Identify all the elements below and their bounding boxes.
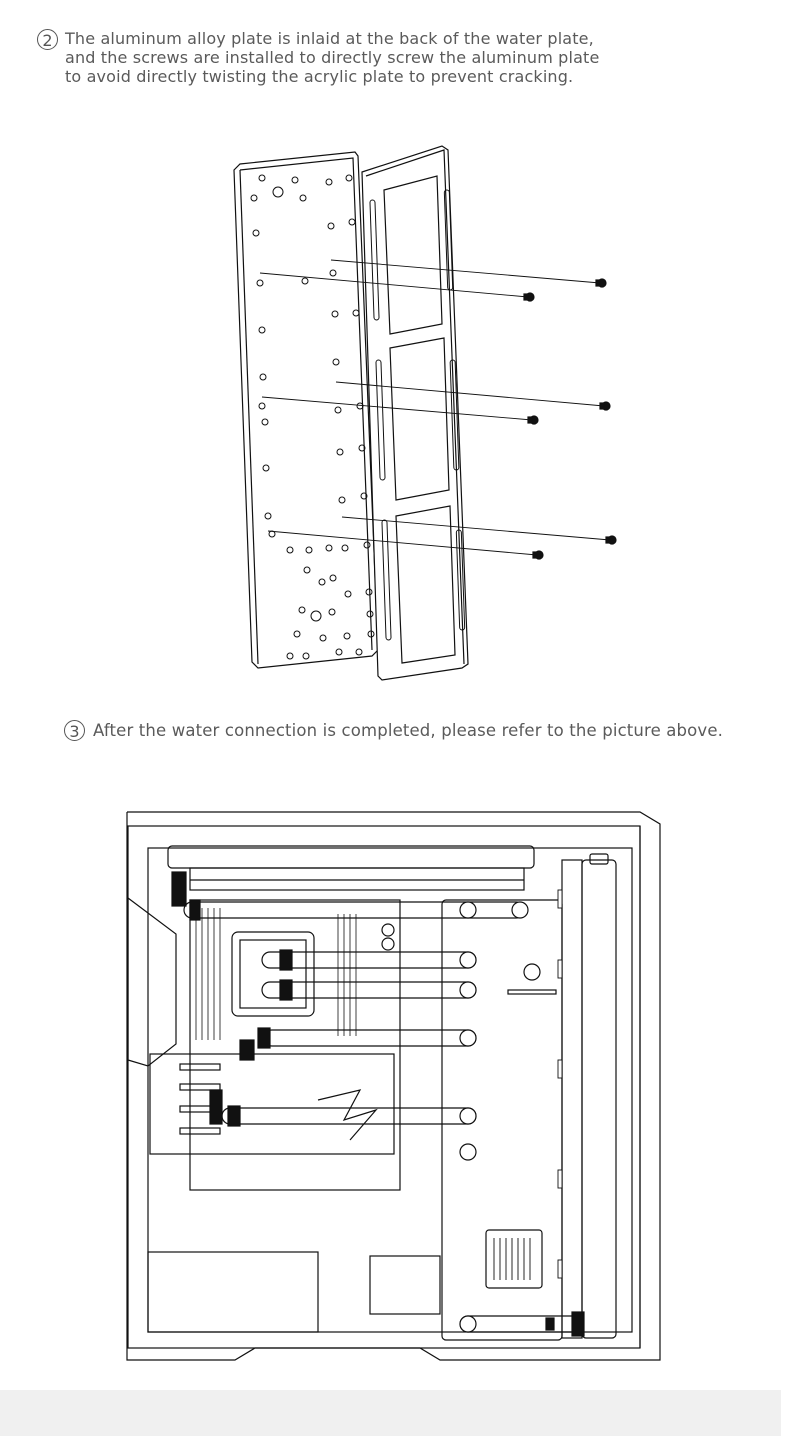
step-3: 3 After the water connection is complete…	[64, 720, 723, 741]
step-number-badge: 2	[37, 29, 58, 50]
step-2: 2 The aluminum alloy plate is inlaid at …	[37, 29, 599, 86]
footer-bar	[0, 1390, 781, 1436]
step-description: After the water connection is completed,…	[93, 721, 724, 740]
water-plate-exploded-view	[233, 145, 617, 681]
pc-case-water-loop-view	[126, 811, 661, 1361]
step-number-badge: 3	[64, 720, 85, 741]
step-description: The aluminum alloy plate is inlaid at th…	[65, 29, 600, 86]
